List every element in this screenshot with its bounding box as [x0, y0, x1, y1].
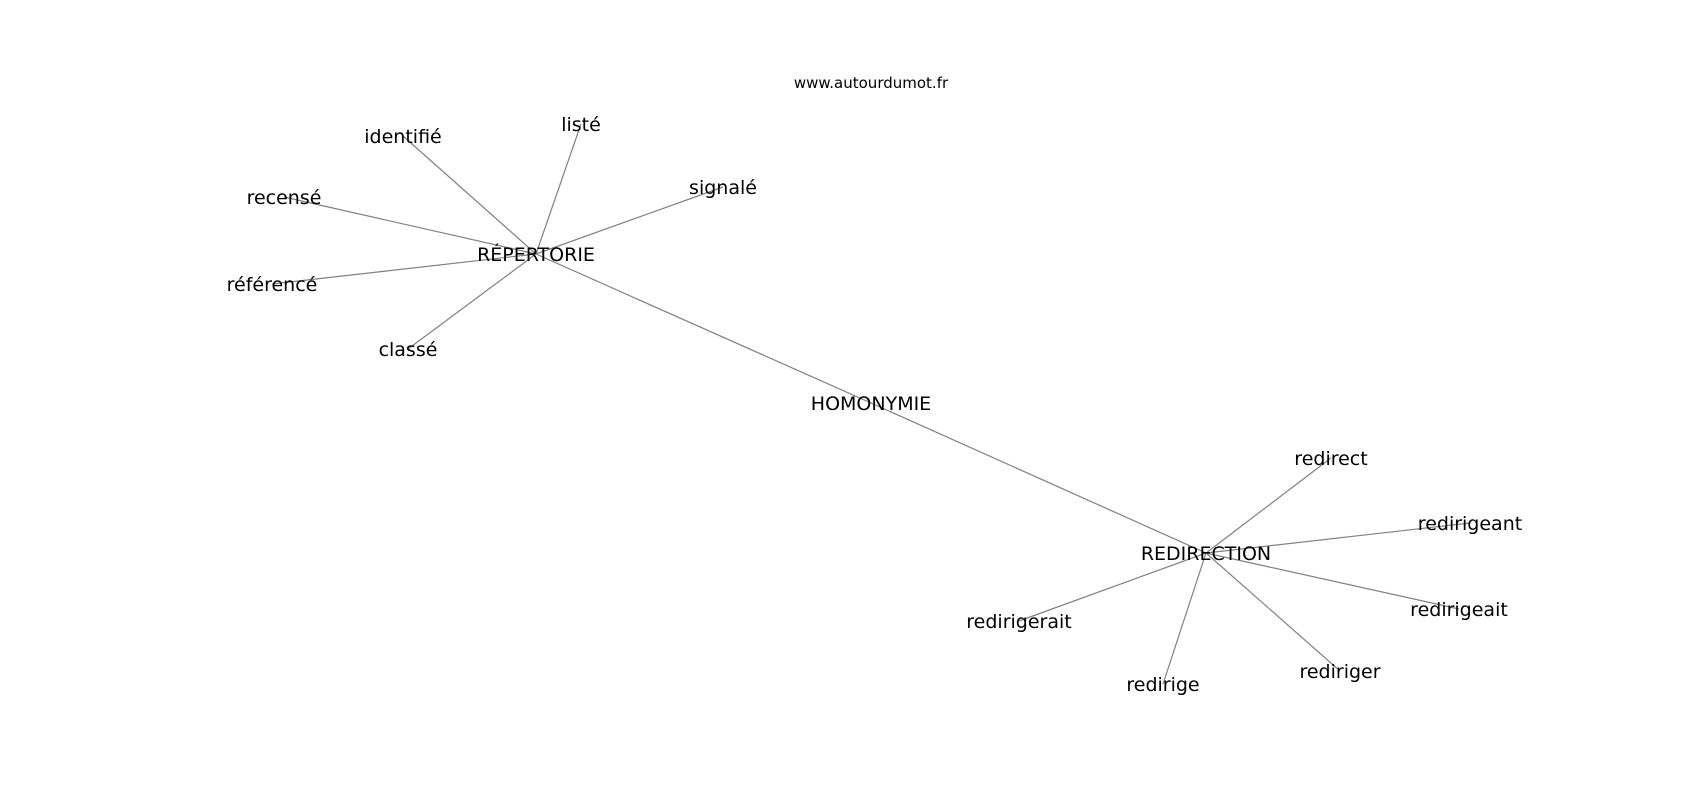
node-label-rediriger: rediriger — [1299, 661, 1380, 683]
node-label-redirigerait: redirigerait — [966, 611, 1071, 633]
edge-redirection-rediriger — [1205, 552, 1341, 672]
node-label-identifie: identifié — [364, 126, 441, 148]
edges-layer — [271, 123, 1471, 685]
node-label-recense: recensé — [247, 187, 322, 209]
node-label-redirige: redirige — [1126, 674, 1199, 696]
edge-repertorie-identifie — [402, 135, 537, 255]
edge-repertorie-classe — [407, 253, 537, 350]
node-label-signale: signalé — [689, 177, 757, 199]
node-label-redirigeait: redirigeait — [1410, 599, 1508, 621]
edge-repertorie-reference — [271, 253, 537, 285]
edge-redirection-redirige — [1162, 552, 1207, 685]
nodes-layer: HOMONYMIE RÉPERTORIE REDIRECTION identifié l… — [227, 114, 1523, 696]
node-label-redirection: REDIRECTION — [1141, 543, 1271, 565]
edge-redirection-redirigerait — [1018, 552, 1207, 622]
node-label-repertorie: RÉPERTORIE — [477, 243, 595, 266]
edge-repertorie-liste — [535, 123, 582, 255]
node-label-homonymie: HOMONYMIE — [811, 393, 931, 415]
edge-repertorie-signale — [535, 186, 724, 255]
edge-repertorie-recense — [283, 196, 537, 255]
edge-homonymie-redirection — [870, 402, 1207, 554]
node-label-liste: listé — [561, 114, 601, 136]
edge-redirection-redirigeant — [1205, 522, 1471, 554]
watermark-text: www.autourdumot.fr — [794, 74, 949, 92]
node-label-redirect: redirect — [1294, 448, 1367, 470]
edge-redirection-redirect — [1205, 457, 1332, 554]
edge-repertorie-homonymie — [535, 253, 872, 404]
edge-redirection-redirigeait — [1205, 552, 1460, 610]
node-label-classe: classé — [379, 339, 438, 361]
node-label-reference: référencé — [227, 274, 318, 296]
node-label-redirigeant: redirigeant — [1418, 513, 1522, 535]
